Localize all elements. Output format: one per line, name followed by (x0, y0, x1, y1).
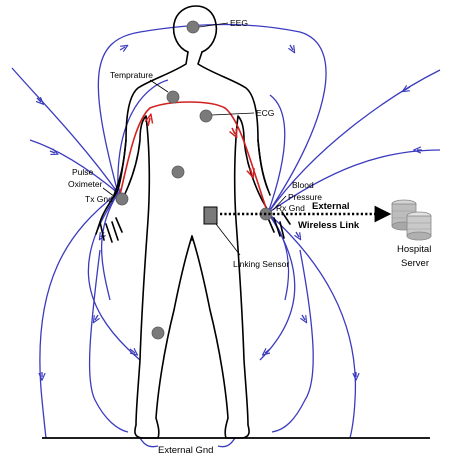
field-line-left-out-1 (11, 67, 119, 194)
field-lines (11, 23, 441, 448)
pulse-oximeter-sensor (115, 192, 129, 206)
eeg-sensor (186, 20, 200, 34)
hospital-label-line1: Hospital (397, 244, 431, 255)
labels: EEG Temprature ECG Pulse Oximeter Tx Gnd… (68, 18, 431, 456)
field-line-left-loop (88, 249, 129, 433)
database-server-icon (391, 199, 432, 241)
eeg-label: EEG (230, 18, 248, 28)
field-line-left-down-2 (87, 192, 141, 361)
hospital-label-line2: Server (401, 258, 429, 269)
field-line-right-loop (271, 249, 314, 433)
field-line-upper-right (267, 94, 286, 214)
pulse-label-line2: Oximeter (68, 179, 103, 189)
linking-sensor (203, 206, 218, 225)
blood-label-line1: Blood (292, 180, 314, 190)
sensors (115, 20, 273, 340)
field-line-left-down-1 (39, 192, 119, 439)
field-line-top (97, 23, 327, 214)
field-line-left-out-2 (29, 139, 119, 194)
rx-gnd-label: Rx Gnd (276, 203, 305, 213)
field-line-upper (117, 79, 169, 194)
tx-gnd-label: Tx Gnd (85, 194, 113, 204)
field-line-feet-left (139, 437, 159, 448)
pulse-label-line1: Pulse (72, 167, 94, 177)
human-body-outline (95, 5, 291, 439)
external-link-label-line2: Wireless Link (298, 220, 360, 231)
field-line-left-down-3 (100, 192, 119, 301)
external-link-label-line1: External (312, 201, 350, 212)
abdomen-sensor (171, 165, 185, 179)
ecg-sensor (199, 109, 213, 123)
field-line-right-out-1 (267, 69, 441, 214)
leg-sensor (151, 326, 165, 340)
temperature-sensor (166, 90, 180, 104)
temperature-label: Temprature (110, 70, 153, 80)
field-line-feet-right (217, 437, 236, 448)
blood-label-line2: Pressure (288, 192, 322, 202)
signal-path (119, 101, 267, 209)
field-line-right-down-3 (267, 212, 290, 301)
ecg-label: ECG (256, 108, 274, 118)
linking-sensor-label: Linking Sensor (233, 259, 289, 269)
field-line-right-down-2 (259, 212, 296, 361)
field-line-right-down-1 (267, 212, 357, 439)
leader-lines (102, 22, 287, 256)
external-gnd-label: External Gnd (158, 445, 213, 456)
